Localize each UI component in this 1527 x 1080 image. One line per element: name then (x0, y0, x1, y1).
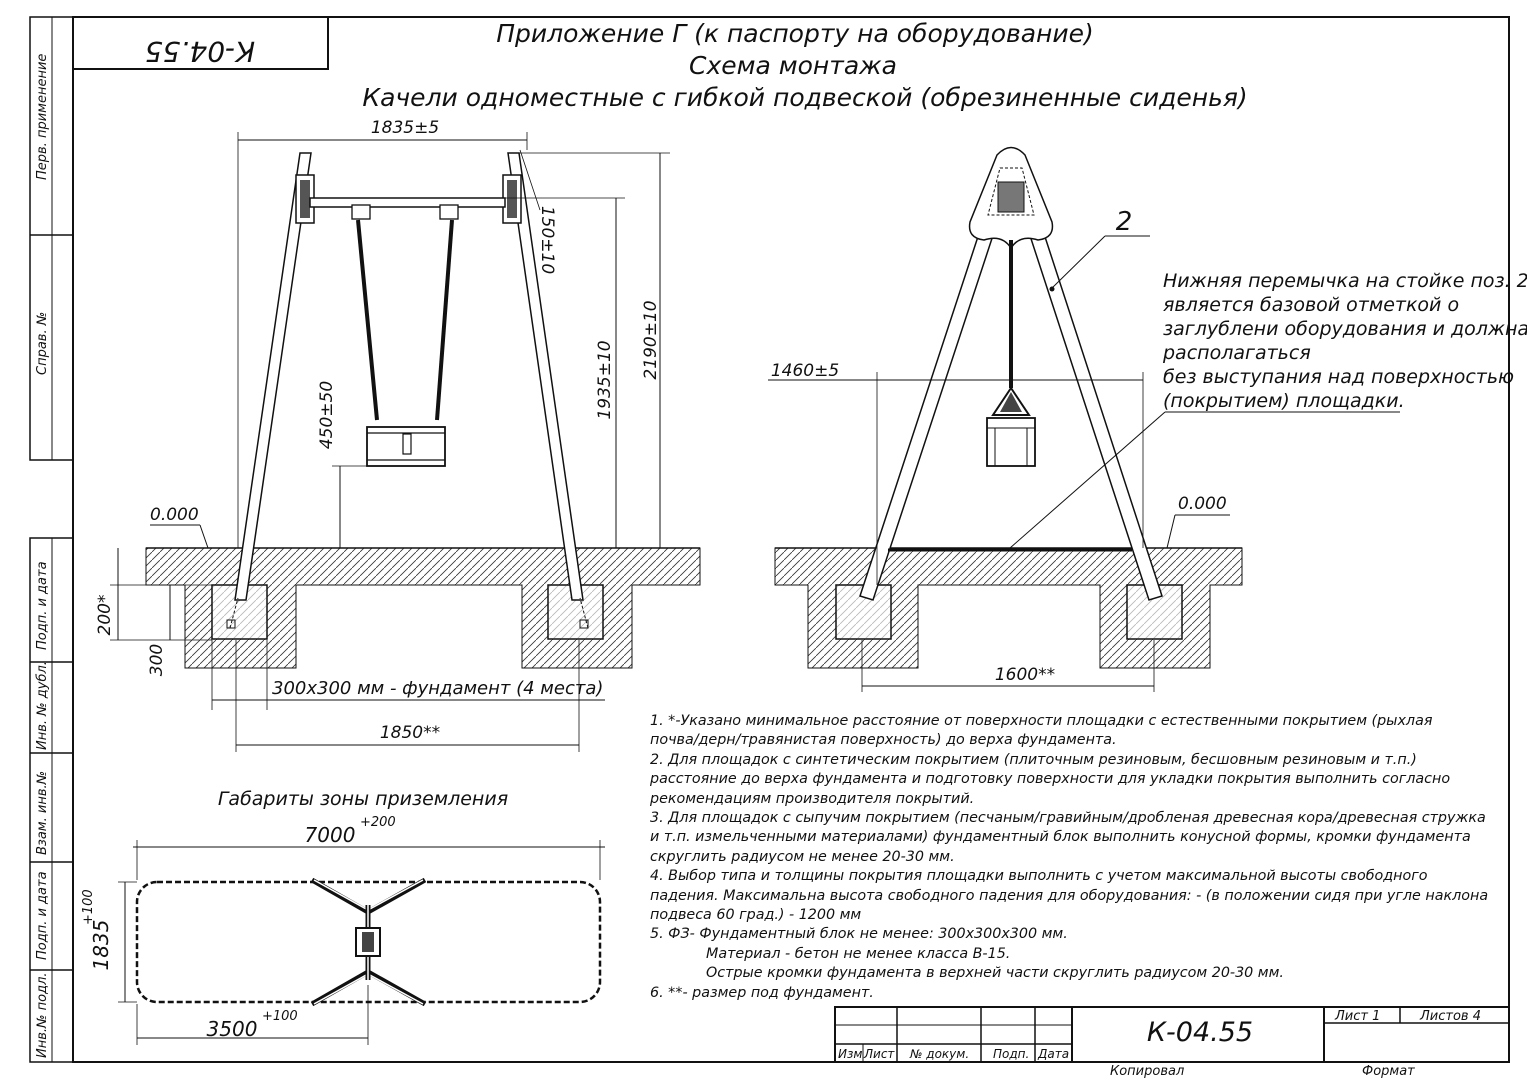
side-label-perv: Перв. применение (35, 54, 50, 180)
landing-zone-outline (135, 880, 602, 1004)
title-block-sheets: Листов 4 (1419, 1009, 1481, 1024)
dim-landing-width-tol: +100 (81, 889, 96, 925)
title-block-copied: Копировал (1110, 1064, 1184, 1079)
note-line: и т.п. измельченными материалами) фундам… (650, 829, 1471, 846)
side-note-line: располагаться (1162, 342, 1311, 364)
note-line: расстояние до верха фундамента и подгото… (650, 771, 1451, 788)
side-view (768, 146, 1400, 692)
note-line: падения. Максимальна высота свободного п… (650, 887, 1489, 904)
dim-landing-width: 1835 (89, 920, 113, 971)
note-line: 4. Выбор типа и толщины покрытия площадк… (650, 868, 1428, 885)
side-note-line: заглублени оборудования и должна (1163, 318, 1527, 340)
note-line: 6. **- размер под фундамент. (650, 984, 874, 1001)
landing-zone-title: Габариты зоны приземления (218, 788, 508, 810)
title-block-code: К-04.55 (1147, 1017, 1253, 1048)
dim-front-depth-min: 200* (95, 595, 115, 636)
dim-front-height-beam: 1935±10 (595, 340, 615, 419)
dim-front-depth-found: 300 (147, 644, 167, 676)
general-notes: 1. *-Указано минимальное расстояние от п… (650, 712, 1490, 1003)
side-position-label: 2 (1116, 207, 1133, 237)
dim-side-width-top: 1460±5 (771, 361, 839, 381)
title-product: Качели одноместные с гибкой подвеской (о… (362, 83, 1247, 112)
side-label-inv-podl: Инв.№ подл. (35, 972, 50, 1058)
side-note-line: является базовой отметкой о (1163, 294, 1459, 316)
side-level-mark: 0.000 (1178, 494, 1227, 514)
note-line: почва/дерн/травянистая поверхность) до в… (650, 732, 1117, 749)
dim-landing-length-tol: +200 (360, 815, 396, 830)
side-label-sprav: Справ. № (35, 312, 50, 375)
note-line: 1. *-Указано минимальное расстояние от п… (650, 713, 1433, 729)
front-view (110, 132, 701, 752)
code-stamp-rotated: К-04.55 (145, 35, 255, 68)
dim-landing-half-length-tol: +100 (262, 1009, 298, 1024)
title-block-col-data: Дата (1037, 1047, 1069, 1061)
title-block-col-list: Лист (863, 1047, 895, 1061)
front-level-mark: 0.000 (150, 505, 199, 525)
note-line: скруглить радиусом не менее 20-30 мм. (650, 848, 955, 865)
side-note-line: (покрытием) площадки. (1163, 390, 1405, 412)
title-block-format: Формат (1362, 1064, 1415, 1079)
side-seat (986, 417, 1036, 467)
side-label-inv-dubl: Инв. № дубл. (35, 661, 50, 750)
drawing-frame (29, 16, 1510, 1063)
note-line: Острые кромки фундамента в верхней части… (706, 965, 1284, 982)
side-label-podp-data-1: Подп. и дата (35, 561, 50, 650)
dim-landing-length: 7000 (305, 823, 356, 847)
side-label-podp-data-2: Подп. и дата (35, 871, 50, 960)
dim-front-height-total: 2190±10 (641, 300, 661, 379)
side-note-line: Нижняя перемычка на стойке поз. 2 (1163, 270, 1527, 292)
side-label-vzam-inv: Взам. инв.№ (35, 771, 50, 855)
title-scheme: Схема монтажа (689, 51, 897, 80)
note-line: 3. Для площадок с сыпучим покрытием (пес… (650, 810, 1486, 827)
note-line: 2. Для площадок с синтетическим покрытие… (650, 751, 1417, 768)
note-line: рекомендациям производителя покрытий. (650, 790, 975, 807)
title-block-col-podp: Подп. (993, 1047, 1029, 1061)
title-block-sheet: Лист 1 (1334, 1009, 1380, 1024)
dim-front-width-top: 1835±5 (371, 118, 439, 138)
title-block-col-docum: № докум. (909, 1047, 969, 1061)
dim-landing-half-length: 3500 (207, 1017, 258, 1041)
side-note-line: без выступания над поверхностью (1163, 366, 1514, 388)
dim-side-base-width: 1600** (995, 665, 1055, 685)
note-line: 5. ФЗ- Фундаментный блок не менее: 300х3… (650, 926, 1068, 943)
dim-front-gap-top: 150±10 (537, 206, 557, 274)
front-foundation-note: 300х300 мм - фундамент (4 места) (272, 678, 603, 699)
dim-front-seat-height: 450±50 (317, 381, 337, 449)
title-appendix: Приложение Г (к паспорту на оборудование… (496, 19, 1094, 48)
note-line: Материал - бетон не менее класса В-15. (706, 945, 1011, 962)
title-block (834, 1006, 1510, 1063)
landing-zone (118, 840, 605, 1045)
note-line: подвеса 60 град.) - 1200 мм (650, 907, 862, 924)
title-block-col-izm: Изм (838, 1047, 862, 1061)
dim-front-base-width: 1850** (380, 723, 440, 743)
